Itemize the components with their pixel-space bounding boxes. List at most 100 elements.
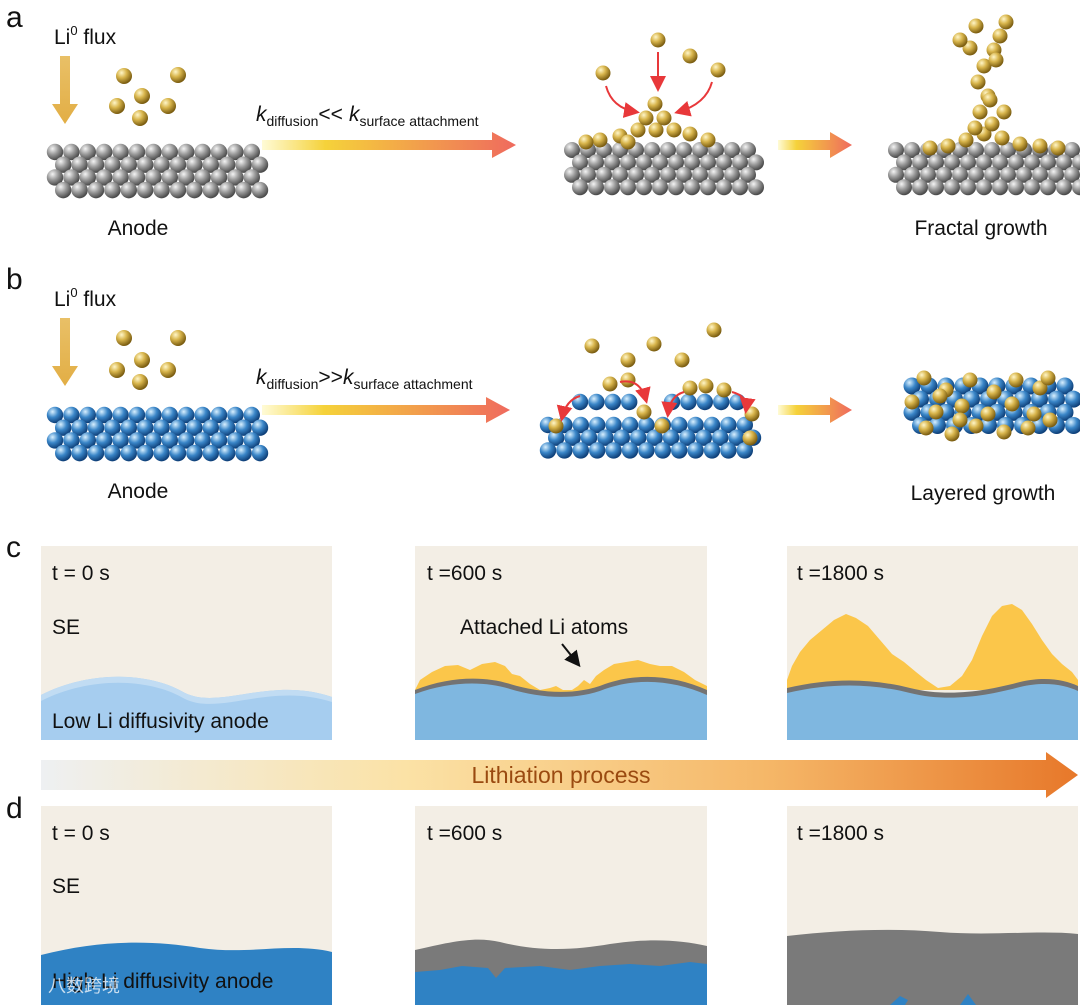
- gray-anode-atom: [194, 169, 211, 186]
- gray-anode-atom: [128, 169, 146, 186]
- gray-anode-atom: [660, 166, 676, 183]
- surface-attachment-scene: [564, 32, 764, 196]
- gray-anode-atom: [572, 179, 588, 196]
- li-atom: [170, 330, 186, 346]
- blue-anode-atom: [46, 406, 64, 424]
- red-arrow-icon: [731, 391, 756, 414]
- blue-anode-atom: [680, 393, 697, 411]
- gray-anode-atom: [896, 154, 912, 171]
- blue-anode-atom: [588, 393, 605, 411]
- li-atom: [1040, 370, 1056, 386]
- gray-anode-atom: [137, 156, 154, 173]
- gray-anode-atom: [1072, 179, 1080, 196]
- gray-anode-atom: [227, 143, 244, 161]
- low-diffusivity-anode-label: Low Li diffusivity anode: [52, 710, 269, 733]
- gray-anode-atom: [700, 154, 716, 171]
- gray-anode-atom: [740, 142, 756, 158]
- blue-anode-atom: [1031, 390, 1048, 408]
- blue-anode-atom: [71, 419, 88, 436]
- li-atom: [952, 32, 968, 48]
- gray-anode-atom: [644, 142, 660, 158]
- blue-anode-atom: [128, 406, 146, 424]
- panel-c-letter: c: [6, 531, 21, 564]
- blue-anode-atom: [572, 442, 589, 459]
- process-arrow-b2: [778, 397, 852, 423]
- li-atom: [988, 52, 1004, 68]
- blue-anode-atom: [96, 432, 113, 449]
- panel-d-letter: d: [6, 792, 23, 825]
- gray-anode-atom: [984, 142, 1000, 158]
- gray-anode-atom: [251, 156, 269, 173]
- blue-anode-atom: [87, 444, 105, 462]
- gray-anode-atom: [652, 179, 668, 196]
- blue-anode-atom: [605, 416, 622, 434]
- flux-label-b: Li0 flux: [54, 285, 117, 311]
- time-label-c1: t = 0 s: [52, 562, 110, 585]
- blue-anode-atom: [79, 432, 97, 449]
- time-label-d3: t =1800 s: [797, 822, 884, 845]
- annotation-arrow: [561, 643, 581, 668]
- li-atom: [980, 406, 996, 422]
- gray-anode-atom: [178, 169, 195, 186]
- time-label-c2: t =600 s: [427, 562, 502, 585]
- gray-anode-atom: [904, 166, 920, 183]
- blue-anode-atom: [729, 393, 746, 411]
- blue-anode-atom: [638, 416, 655, 434]
- blue-anode-atom: [605, 442, 622, 459]
- watermark-logo-icon: [6, 978, 22, 994]
- gray-anode-atom: [120, 156, 137, 173]
- li-atom: [160, 362, 176, 378]
- gray-anode-atom: [968, 142, 984, 158]
- panel-a-letter: a: [6, 1, 23, 34]
- li-atom: [1008, 372, 1024, 388]
- blue-anode-atom: [153, 419, 170, 436]
- gray-anode-atom: [716, 154, 732, 171]
- gray-anode-atom: [1008, 179, 1024, 196]
- process-arrow-a2: [778, 132, 852, 158]
- gray-anode-atom: [1064, 142, 1080, 158]
- gray-anode-atom: [888, 166, 904, 183]
- gray-anode-atom: [71, 156, 88, 173]
- gray-anode-atom: [1072, 154, 1080, 171]
- blue-anode-atom: [63, 406, 80, 424]
- gray-anode-atom: [112, 169, 129, 186]
- li-atom: [996, 104, 1012, 120]
- gray-anode-atom: [63, 143, 80, 161]
- blue-anode-atom: [713, 393, 730, 411]
- gray-anode-atom: [1008, 154, 1024, 171]
- process-arrow-a1: [262, 132, 516, 158]
- gray-anode-atom: [984, 166, 1000, 183]
- li-atom: [928, 404, 944, 420]
- blue-anode-atom: [589, 416, 606, 434]
- gray-anode-atom: [928, 179, 944, 196]
- gray-anode-atom: [1016, 166, 1032, 183]
- blue-anode-atom: [1056, 377, 1074, 395]
- gray-anode-atom: [620, 154, 636, 171]
- blue-anode-atom: [71, 444, 88, 462]
- sim-frame-c2: [415, 546, 707, 740]
- time-label-d1: t = 0 s: [52, 822, 110, 845]
- blue-anode-atom: [104, 444, 121, 462]
- blue-anode-atom: [194, 406, 211, 424]
- li-atom: [682, 126, 698, 142]
- li-atom: [982, 92, 998, 108]
- panel-c: c t = 0 s SE Low Li diffusivity anode t …: [6, 531, 1078, 740]
- blue-anode-atom: [736, 442, 753, 459]
- gray-anode-atom: [976, 179, 992, 196]
- blue-anode-atom: [63, 432, 80, 449]
- gray-anode-atom: [636, 179, 652, 196]
- blue-anode-atom: [654, 442, 671, 459]
- panel-d: d t = 0 s SE High Li diffusivity anode t…: [6, 792, 1078, 1005]
- gray-anode-atom: [96, 169, 113, 186]
- li-atom: [654, 418, 670, 434]
- blue-anode-atom: [87, 419, 105, 436]
- blue-anode-atom: [227, 406, 244, 424]
- blue-anode-atom: [46, 432, 64, 449]
- rate-relation-b: kdiffusion>>ksurface attachment: [256, 366, 473, 392]
- blue-anode-atom: [186, 419, 203, 436]
- anode-label-b: Anode: [108, 480, 169, 503]
- li-atom: [160, 98, 176, 114]
- li-atom: [998, 14, 1014, 30]
- blue-anode-atom: [1065, 417, 1080, 435]
- blue-anode-atom: [687, 416, 704, 434]
